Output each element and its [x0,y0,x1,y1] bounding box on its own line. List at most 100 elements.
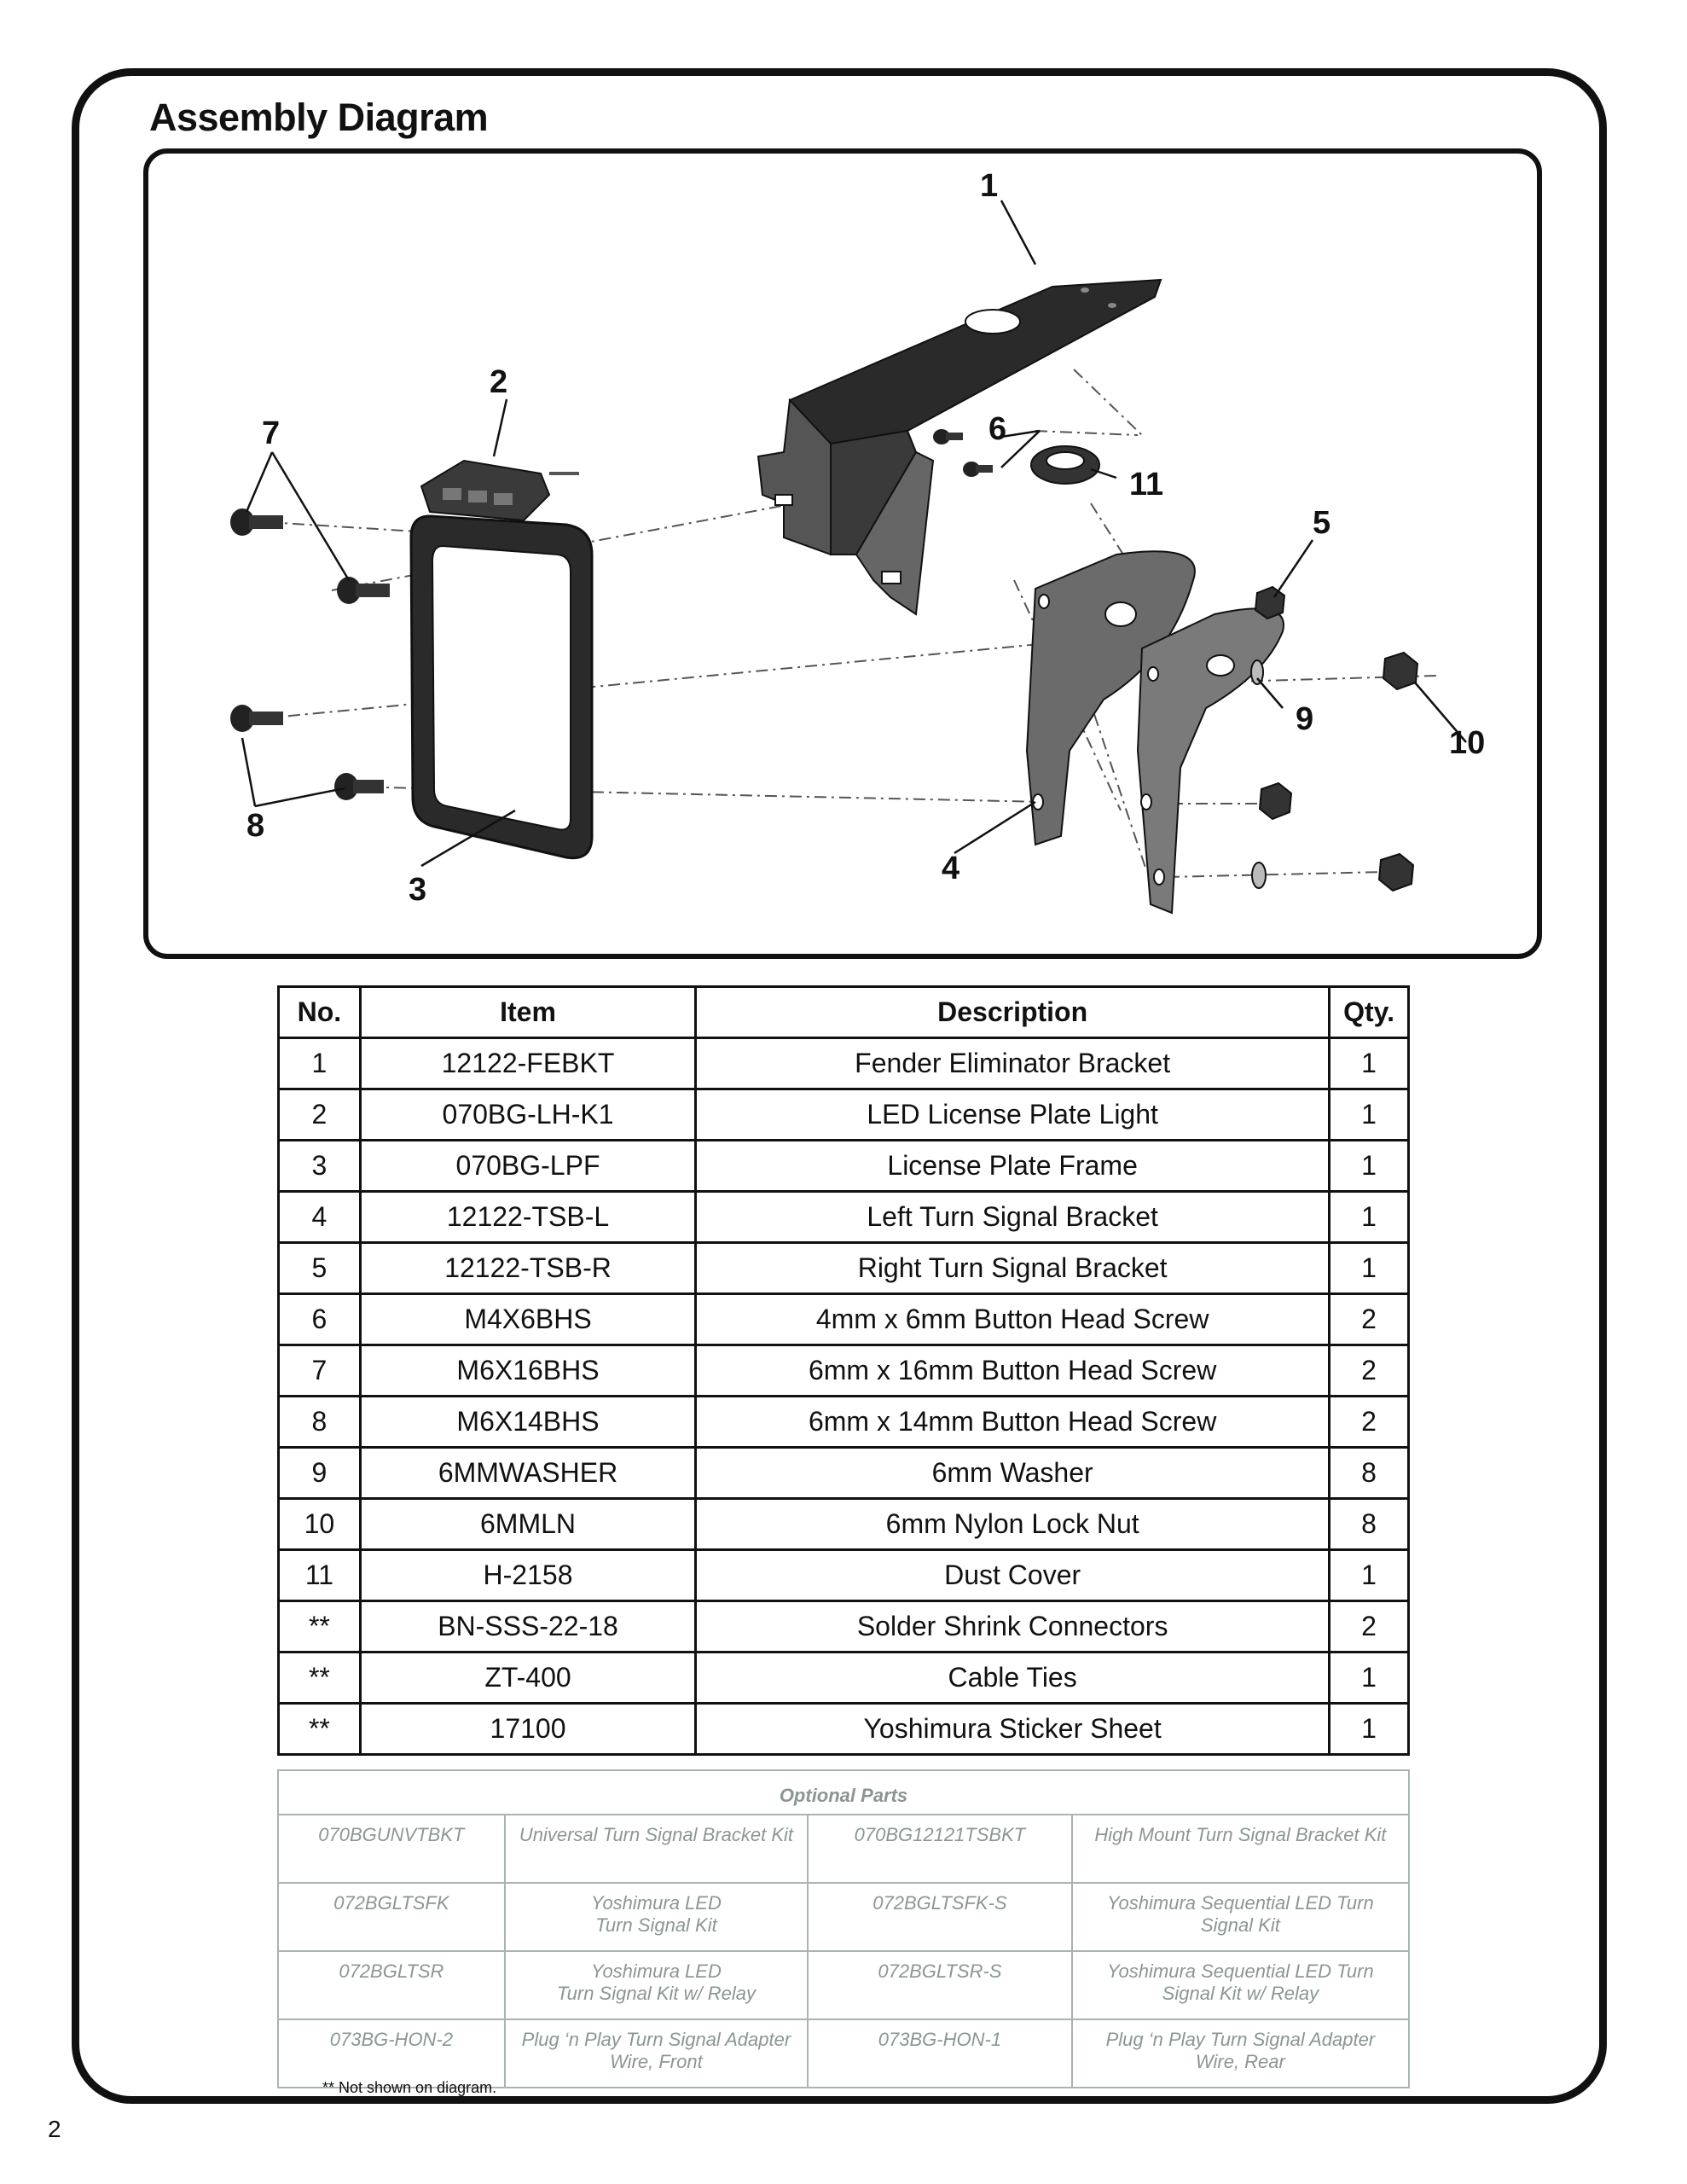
optional-part-description: Universal Turn Signal Bracket Kit [503,1814,809,1884]
button-head-screws-small [933,429,993,477]
cell-qty: 1 [1328,1139,1410,1193]
cell-description: 6mm x 14mm Button Head Screw [694,1395,1331,1449]
callout-2: 2 [490,364,507,400]
optional-part-number: 072BGLTSFK-S [807,1882,1073,1952]
cell-item: M6X14BHS [358,1395,698,1449]
cell-no: 1 [277,1037,362,1090]
optional-parts-title: Optional Parts [277,1769,1410,1815]
optional-part-number: 072BGLTSR-S [807,1950,1073,2020]
cell-item: M6X16BHS [358,1344,698,1397]
optional-part-number: 073BG-HON-2 [277,2018,506,2088]
turn-signal-brackets [1025,550,1284,915]
optional-part-number: 072BGLTSFK [277,1882,506,1952]
cell-item: 6MMWASHER [358,1446,698,1500]
cell-qty: 2 [1328,1600,1410,1653]
page-number: 2 [48,2116,61,2142]
callout-9: 9 [1296,701,1313,737]
cell-no: 5 [277,1241,362,1295]
cell-qty: 2 [1328,1292,1410,1346]
cell-item: H-2158 [358,1548,698,1602]
assembly-diagram: 1 2 3 4 5 6 7 8 9 10 11 [143,148,1542,959]
callout-5: 5 [1313,505,1330,541]
cell-qty: 2 [1328,1344,1410,1397]
optional-part-description: High Mount Turn Signal Bracket Kit [1070,1814,1411,1884]
cell-qty: 8 [1328,1446,1410,1500]
cell-description: 6mm x 16mm Button Head Screw [694,1344,1331,1397]
cell-no: 6 [277,1292,362,1346]
cell-no: 3 [277,1139,362,1193]
callout-1: 1 [980,168,998,204]
cell-description: LED License Plate Light [694,1088,1331,1141]
cell-item: M4X6BHS [358,1292,698,1346]
optional-part-description: Yoshimura LED Turn Signal Kit w/ Relay [503,1950,809,2020]
cell-no: 8 [277,1395,362,1449]
callout-7: 7 [262,415,280,451]
page-frame [72,68,1607,2104]
cell-description: Left Turn Signal Bracket [694,1190,1331,1244]
assembly-diagram-illustration: 1 2 3 4 5 6 7 8 9 10 11 [230,168,1485,915]
cell-no: ** [277,1651,362,1705]
cell-description: Yoshimura Sticker Sheet [694,1702,1331,1756]
cell-item: 17100 [358,1702,698,1756]
cell-qty: 1 [1328,1088,1410,1141]
license-plate-frame [409,514,594,860]
optional-part-description: Plug ‘n Play Turn Signal Adapter Wire, R… [1070,2018,1411,2088]
header-description: Description [694,985,1331,1039]
optional-part-number: 072BGLTSR [277,1950,506,2020]
cell-no: 7 [277,1344,362,1397]
optional-part-number: 070BGUNVTBKT [277,1814,506,1884]
cell-no: 11 [277,1548,362,1602]
footnote: ** Not shown on diagram. [322,2079,497,2096]
cell-description: License Plate Frame [694,1139,1331,1193]
cell-no: 2 [277,1088,362,1141]
cell-qty: 1 [1328,1190,1410,1244]
cell-description: Cable Ties [694,1651,1331,1705]
header-no: No. [277,985,362,1039]
optional-part-description: Yoshimura Sequential LED Turn Signal Kit [1070,1882,1411,1952]
cell-description: 6mm Nylon Lock Nut [694,1497,1331,1551]
optional-part-description: Plug ‘n Play Turn Signal Adapter Wire, F… [503,2018,809,2088]
leader-lines [241,200,1467,868]
dust-cover [1030,445,1100,485]
cell-qty: 1 [1328,1548,1410,1602]
led-license-plate-light [420,459,579,522]
optional-part-number: 073BG-HON-1 [807,2018,1073,2088]
cell-item: 070BG-LPF [358,1139,698,1193]
cell-qty: 2 [1328,1395,1410,1449]
optional-row: 070BGUNVTBKT Universal Turn Signal Brack… [277,1814,1411,1884]
callout-10: 10 [1449,725,1485,761]
cell-no: 10 [277,1497,362,1551]
washers-and-nuts [1250,585,1419,892]
optional-parts-table: Optional Parts 070BGUNVTBKT Universal Tu… [277,1769,1411,2088]
cell-description: Dust Cover [694,1548,1331,1602]
optional-row: 073BG-HON-2 Plug ‘n Play Turn Signal Ada… [277,2018,1411,2088]
cell-qty: 8 [1328,1497,1410,1551]
cell-item: BN-SSS-22-18 [358,1600,698,1653]
cell-item: 070BG-LH-K1 [358,1088,698,1141]
cell-no: 4 [277,1190,362,1244]
cell-description: 4mm x 6mm Button Head Screw [694,1292,1331,1346]
button-head-screws [230,508,390,800]
cell-item: 12122-TSB-R [358,1241,698,1295]
cell-description: 6mm Washer [694,1446,1331,1500]
cell-no: ** [277,1702,362,1756]
cell-description: Right Turn Signal Bracket [694,1241,1331,1295]
section-title: Assembly Diagram [149,96,489,139]
header-item: Item [358,985,698,1039]
cell-qty: 1 [1328,1651,1410,1705]
callout-6: 6 [988,411,1006,447]
cell-item: 6MMLN [358,1497,698,1551]
callout-11: 11 [1129,467,1163,502]
